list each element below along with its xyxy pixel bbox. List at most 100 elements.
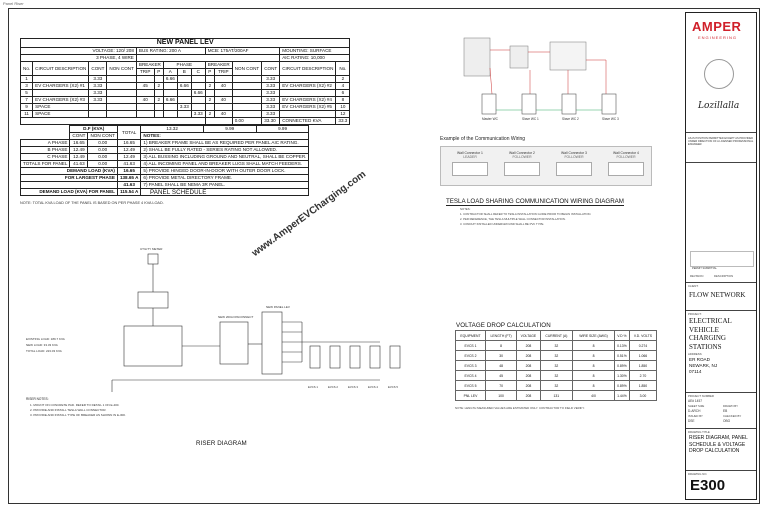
voltage-drop-cell: 1.30% [613, 370, 630, 381]
new-panel-box [261, 311, 283, 375]
wiring-example-caption: Example of the Communication Wiring [440, 136, 526, 142]
col-trip-2: TRIP [213, 68, 233, 76]
address-line-3: 07114 [689, 369, 702, 374]
voltage-drop-cell: 1.066 [628, 350, 658, 361]
panel-cell-noncont2 [231, 110, 263, 118]
phase-noncont: 0.00 [87, 153, 118, 161]
panel-cell-c [190, 75, 206, 83]
panel-cell-desc2: EV CHARGERS (X2) #2 [279, 82, 337, 90]
panel-cell-desc: EV CHARGERS (X2) #1 [32, 82, 90, 90]
voltage-drop-cell: 70 [484, 380, 518, 391]
kva-header: D.F (KVA) [69, 125, 118, 133]
col-no: No. [19, 61, 34, 76]
panel-mounting: MOUNTING: SURFACE [279, 47, 351, 55]
phase-label: B PHASE [19, 146, 71, 154]
total-row-total: 33.3 [335, 117, 351, 125]
voltage-drop-cell: 8 [572, 360, 615, 371]
checked-by: OBG [723, 419, 731, 423]
col-desc: CIRCUIT DESCRIPTION [32, 61, 90, 76]
ev-charger-label: EVCS 2 [328, 385, 338, 389]
voltage-drop-cell: 208 [516, 340, 541, 351]
sheet-size: D-ARCH [688, 409, 701, 413]
demand-label: DEMAND LOAD (KVA) [20, 167, 118, 175]
voltage-drop-cell: EVCS 3 [455, 360, 486, 371]
voltage-drop-cell: 32 [539, 350, 574, 361]
wall-connector-panel [556, 162, 592, 176]
address: ER ROAD NEWARK, NJ 07114 [686, 357, 756, 375]
voltage-drop-cell: 2.70 [628, 370, 658, 381]
demand-label: DEMAND LOAD (KVA) FOR PANEL [20, 188, 118, 196]
voltage-drop-cell: 208 [516, 350, 541, 361]
panel-cell-cont2: 3.33 [261, 75, 281, 83]
voltage-drop-col: EQUIPMENT [455, 330, 486, 341]
voltage-drop-cell: 8 [572, 380, 615, 391]
phase-label: TOTALS FOR PANEL [19, 160, 71, 168]
col-cont: CONT [88, 61, 108, 76]
drawing-title-cell: DRAWING TITLE RISER DIAGRAM, PANEL SCHED… [686, 429, 756, 471]
panel-cell-c: 6.66 [190, 89, 206, 97]
panel-cell-p2 [204, 75, 215, 83]
voltage-drop-col: LENGTH (FT) [484, 330, 518, 341]
panel-cell-noncont2 [231, 103, 263, 111]
panel-cell-desc: SPACE [32, 110, 90, 118]
panel-cell-no2: 6 [335, 89, 351, 97]
drawing-number-cell: DRAWING NO. E300 [686, 471, 756, 501]
voltage-drop-cell: 30 [484, 350, 518, 361]
phase-label: A PHASE [19, 139, 71, 147]
panel-cell-p2: 2 [204, 82, 215, 90]
riser-note-3: 3. PROVIDE AND INSTALL TYPE OF BREAKER A… [30, 413, 126, 417]
col-a: A [162, 68, 178, 76]
panel-cell-no: 9 [19, 103, 34, 111]
wall-connector-role: FOLLOWER [616, 155, 636, 159]
project-meta-cell: PROJECT NUMBER AE# 1457 SHEET SIZE D-ARC… [686, 393, 756, 429]
col-breaker-2: BREAKER [204, 61, 233, 69]
issued-by: DSE [688, 419, 695, 423]
panel-cell-noncont [106, 96, 137, 104]
existing-load: EXISTING LOAD: 189.7 KVA [26, 337, 65, 341]
drawn-by: EB [723, 409, 728, 413]
voltage-drop-cell: 8 [572, 370, 615, 381]
existing-service [123, 325, 183, 367]
total-load: TOTAL LOAD: 223.03 KVA [26, 349, 62, 353]
wall-connector-title: Wall Connector 1 [457, 151, 483, 155]
panel-cell-no2: 12 [335, 110, 351, 118]
panel-cell-no: 11 [19, 110, 34, 118]
voltage-drop-cell: 32 [539, 340, 574, 351]
voltage-drop-cell: 8 [572, 350, 615, 361]
panel-cell-desc [32, 75, 90, 83]
demand-value: 16.65 [116, 167, 142, 175]
phase-total: 12.49 [116, 146, 142, 154]
blank-note [140, 188, 310, 196]
panel-aic: AIC RATING: 10,000 [279, 54, 351, 62]
panel-cell-b: 6.66 [176, 82, 192, 90]
ev-charger-label: EVCS 1 [308, 385, 318, 389]
wiring-note-3: 3. CONDUIT INSTALLED UNDERGROUND SHALL B… [460, 222, 545, 226]
voltage-drop-cell: 1.850 [628, 360, 658, 371]
panel-cell-a [162, 110, 178, 118]
panel-cell-no: 1 [19, 75, 34, 83]
panel-cell-a [162, 103, 178, 111]
voltage-drop-cell: 8 [484, 340, 518, 351]
col-desc-2: CIRCUIT DESCRIPTION [279, 61, 337, 76]
ev-charger-label: EVCS 5 [388, 385, 398, 389]
panel-cell-trip2 [213, 89, 233, 97]
kva-summary-table: D.F (KVA) TOTAL 13.32 9.99 9.99 CONT NON… [19, 125, 310, 196]
panel-cell-noncont [106, 110, 137, 118]
panel-cell-noncont2 [231, 82, 263, 90]
panel-voltage: VOLTAGE: 120/ 208 [20, 47, 137, 55]
voltage-drop-cell: 0.51% [613, 350, 630, 361]
utility-meter-symbol [147, 253, 159, 265]
col-trip: TRIP [135, 68, 155, 76]
total-row-b: 33.30 [261, 117, 281, 125]
address-line-1: ER ROAD [689, 357, 710, 362]
panel-cell-b [176, 89, 192, 97]
voltage-drop-cell: 208 [516, 370, 541, 381]
panel-cell-no: 5 [19, 89, 34, 97]
panel-cell-p: 2 [153, 96, 164, 104]
